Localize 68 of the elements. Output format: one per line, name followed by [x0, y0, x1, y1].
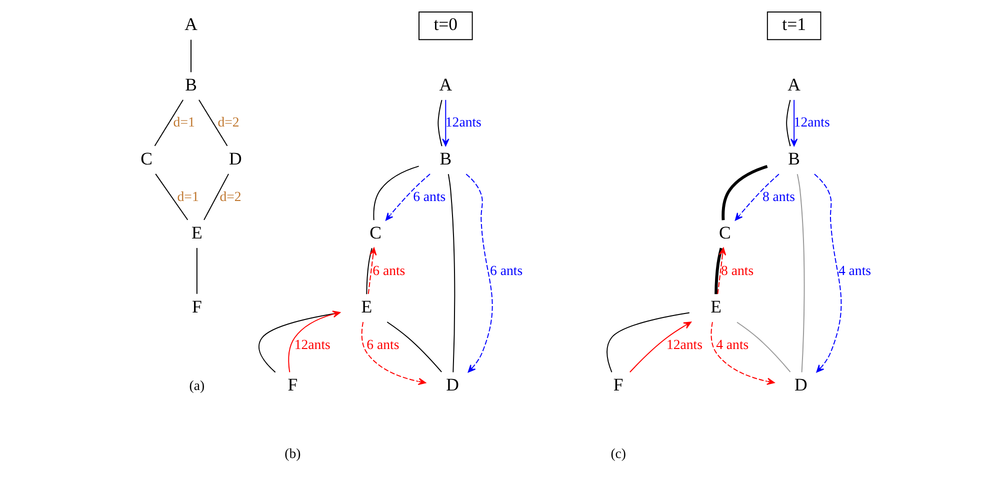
- connector: [198, 99, 228, 146]
- node-text: E: [191, 222, 202, 242]
- edge-label: 8 ants: [762, 188, 795, 204]
- node-text: B: [788, 148, 800, 168]
- edge-label: 12ants: [294, 336, 330, 352]
- edge-label: 4 ants: [838, 262, 871, 278]
- connector: [196, 247, 197, 294]
- edge-label: 6 ants: [372, 262, 405, 278]
- edge-label: d=1: [176, 188, 198, 204]
- node-text: A: [438, 74, 452, 94]
- label: (b): [284, 446, 300, 461]
- arrow: [384, 174, 430, 221]
- arrow: [367, 247, 376, 294]
- node-text: E: [360, 296, 372, 316]
- edge-label: 6 ants: [490, 262, 522, 278]
- node-text: A: [787, 74, 800, 94]
- arrow: [442, 99, 449, 146]
- connector: [786, 100, 790, 147]
- arrow: [628, 322, 691, 373]
- edge-label: d=2: [217, 114, 239, 130]
- node-text: B: [184, 74, 196, 94]
- label: (a): [188, 378, 204, 393]
- connector: [606, 312, 690, 373]
- connector: [366, 248, 372, 295]
- edge-label: 4 ants: [716, 336, 748, 352]
- label: (c): [610, 446, 626, 461]
- connector: [203, 173, 229, 220]
- edge-label: d=2: [219, 188, 241, 204]
- connector: [386, 321, 442, 372]
- edge-label: d=1: [172, 114, 194, 130]
- arrow: [734, 174, 779, 221]
- node-text: C: [718, 222, 730, 242]
- node-text: C: [369, 222, 381, 242]
- node-box: t=1: [766, 12, 821, 40]
- connector: [190, 39, 191, 73]
- edge-label: 8 ants: [720, 262, 754, 278]
- arrow: [716, 247, 726, 294]
- connector: [372, 166, 419, 221]
- edge-label: 6 ants: [366, 336, 399, 352]
- arrow: [710, 322, 774, 385]
- node-text: F: [191, 296, 202, 316]
- node-text: C: [140, 148, 152, 168]
- node-text: A: [184, 14, 197, 34]
- connector: [796, 174, 804, 373]
- connector: [437, 100, 442, 147]
- connector: [154, 173, 188, 220]
- arrow: [360, 322, 426, 386]
- node-text: D: [228, 148, 242, 168]
- node-text: E: [710, 296, 722, 316]
- connector: [714, 248, 722, 294]
- node-text: D: [794, 374, 807, 394]
- arrow: [288, 310, 340, 373]
- connector: [736, 322, 790, 372]
- node-text: B: [439, 148, 452, 168]
- connector: [154, 99, 184, 146]
- node-text: F: [612, 374, 623, 394]
- arrow: [790, 99, 798, 146]
- edge-label: 6 ants: [412, 188, 446, 204]
- edge-label: 12ants: [666, 336, 702, 352]
- node-text: D: [446, 374, 458, 394]
- node-text: F: [287, 374, 298, 394]
- edge-label: 12ants: [793, 114, 830, 130]
- edge-label: 12ants: [444, 114, 481, 130]
- node-box: t=0: [418, 12, 472, 40]
- arrow: [813, 174, 842, 373]
- arrow: [465, 174, 492, 373]
- connector: [721, 165, 768, 220]
- connector: [447, 174, 455, 373]
